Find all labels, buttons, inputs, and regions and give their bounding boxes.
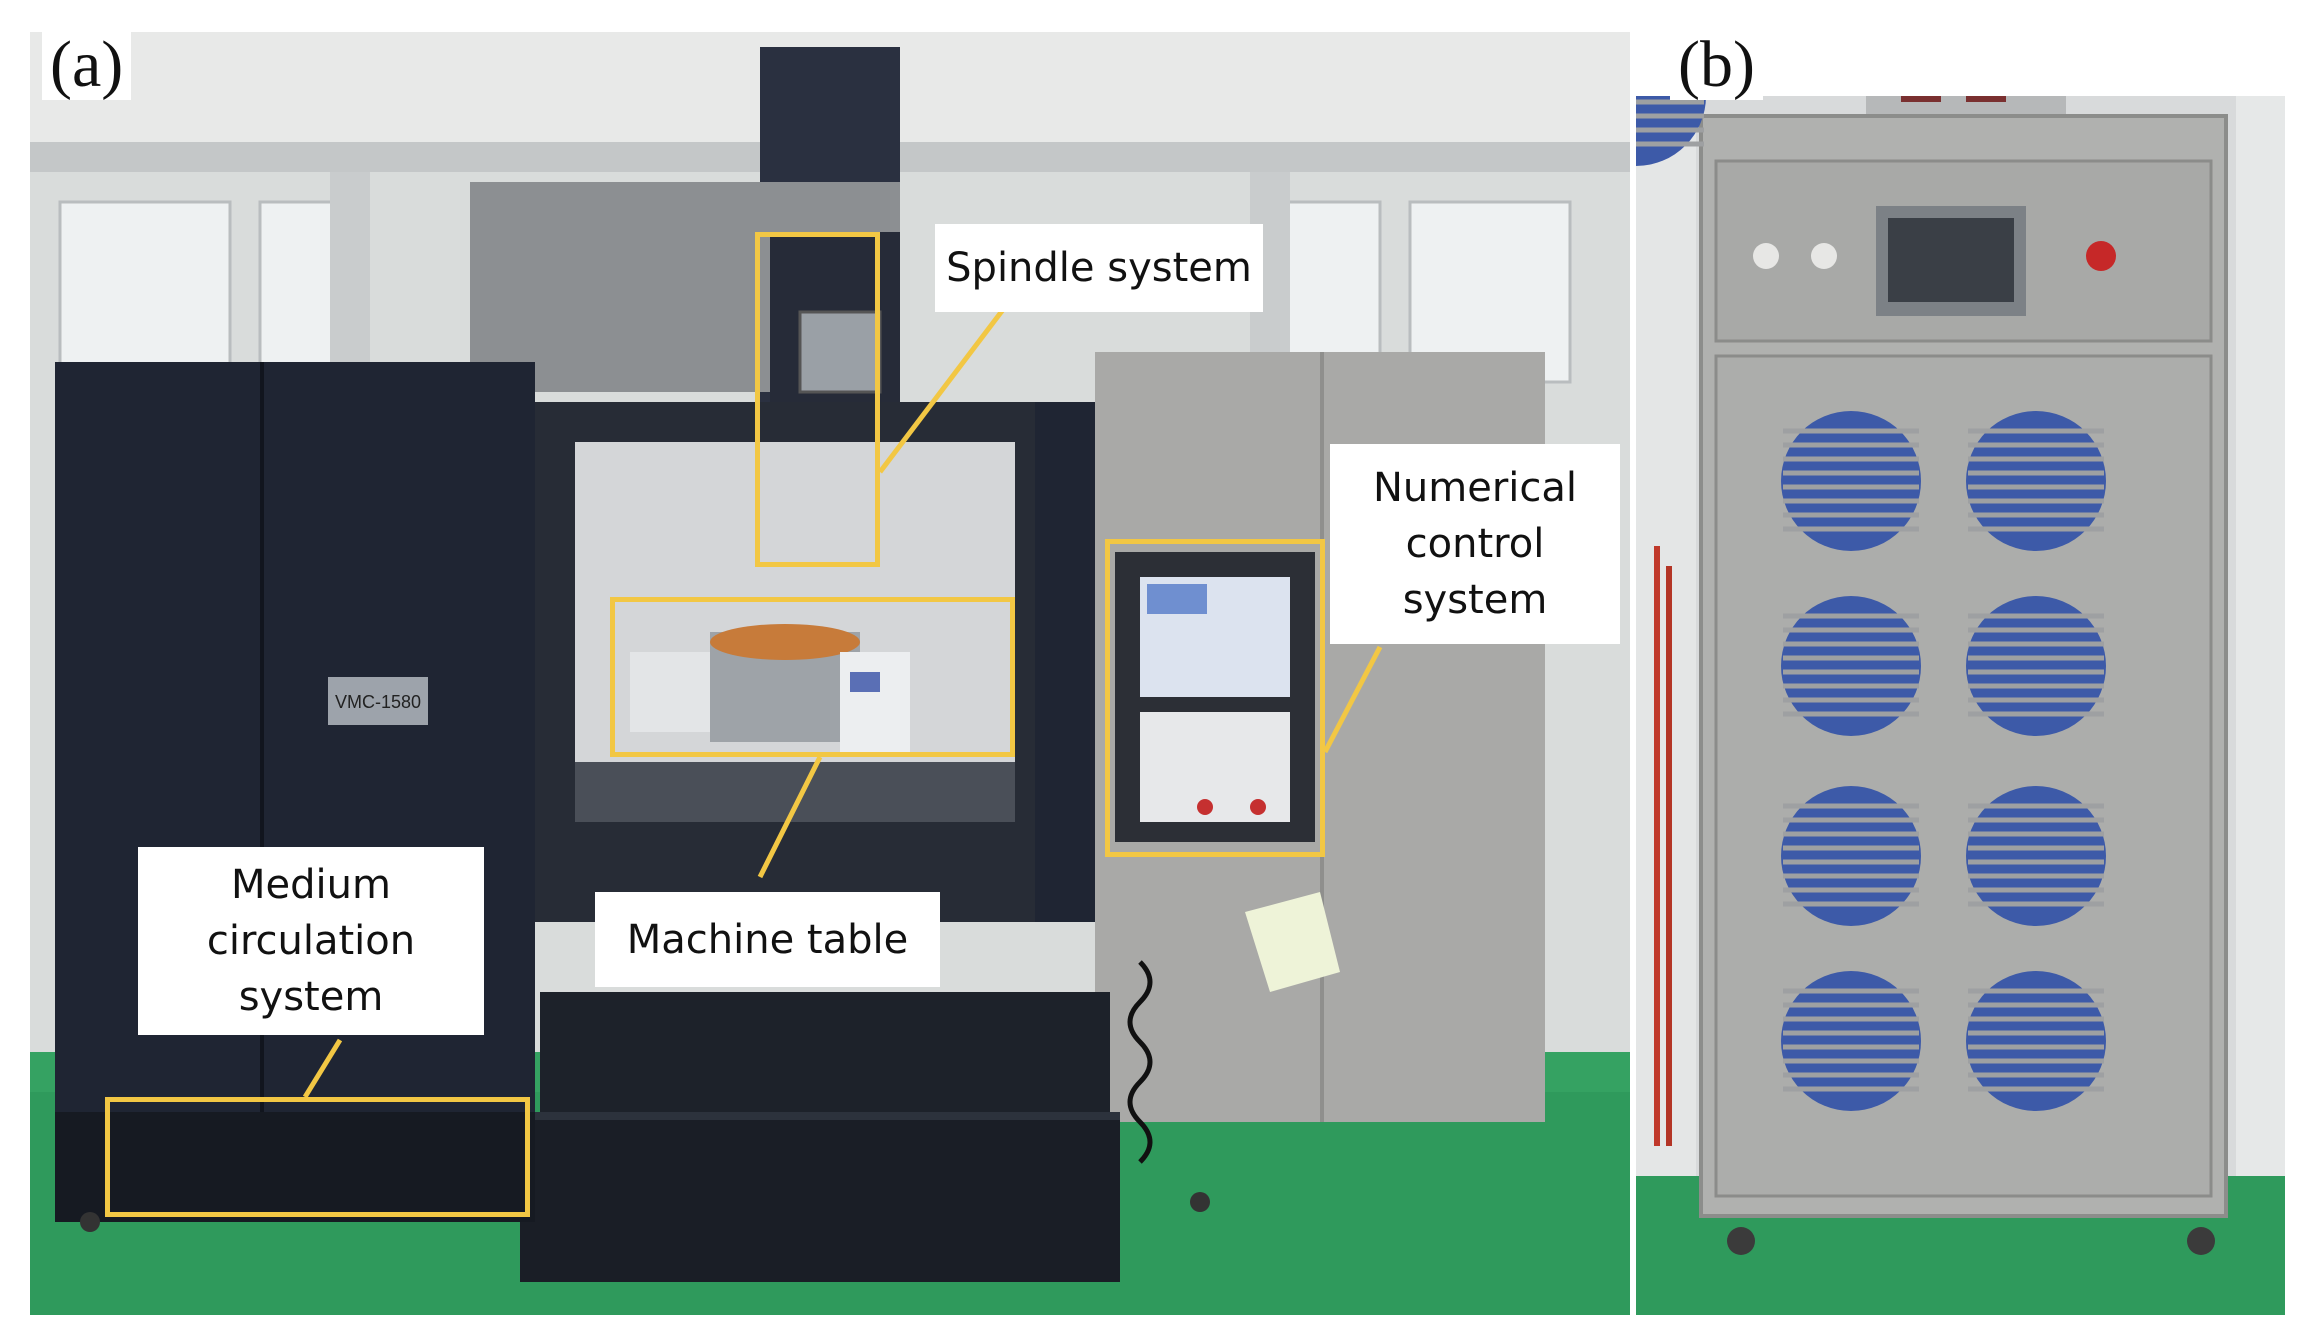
machine-plate-text: VMC-1580 — [335, 692, 421, 712]
numerical-control-system-callout: Numerical control system — [1330, 444, 1620, 644]
spindle-region-box — [755, 232, 880, 567]
cooling-fans-grid — [1636, 96, 1706, 166]
machine-table-region-box — [610, 597, 1015, 757]
numerical-control-region-box — [1105, 539, 1325, 857]
machine-table-callout: Machine table — [595, 892, 940, 987]
medium-circulation-region-box — [105, 1097, 530, 1217]
power-cabinet-illustration — [1636, 96, 2285, 1315]
medium-circulation-system-callout: Medium circulation system — [138, 847, 484, 1035]
panel-b-label: (b) — [1670, 30, 1763, 100]
machine-tool-illustration: VMC-1580 — [30, 32, 1630, 1315]
panel-a-photo: VMC-1580 — [30, 32, 1630, 1315]
panel-a-label: (a) — [42, 30, 132, 100]
panel-b-photo — [1636, 96, 2285, 1315]
spindle-system-callout: Spindle system — [935, 224, 1263, 312]
